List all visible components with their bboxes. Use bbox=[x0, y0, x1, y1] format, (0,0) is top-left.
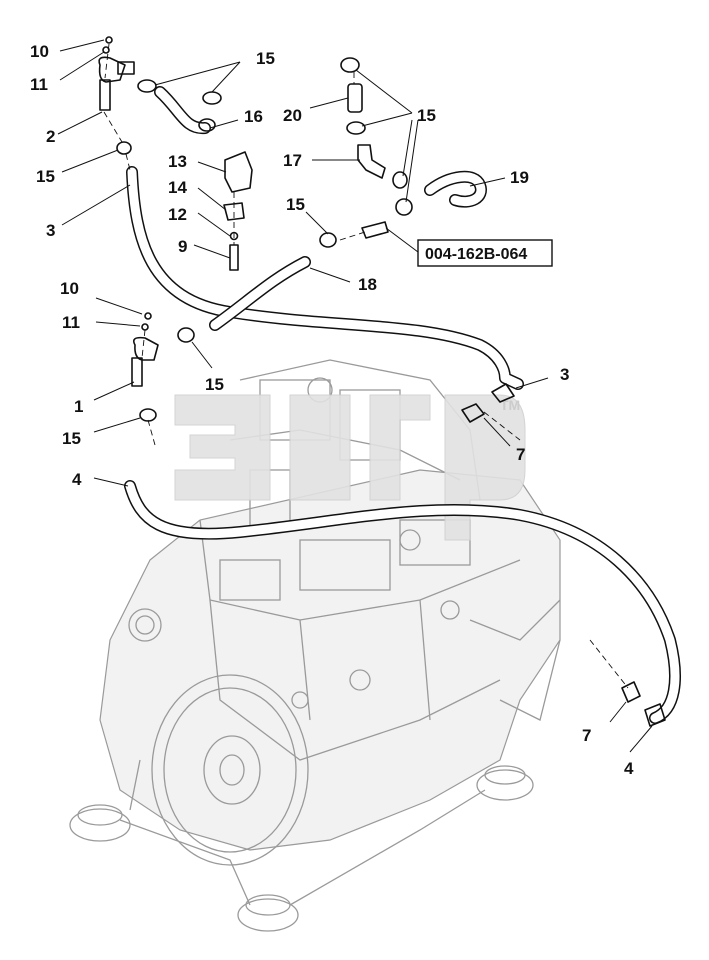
callout-3: 3 bbox=[46, 221, 55, 240]
hose-19 bbox=[424, 170, 487, 208]
hose-4-lower bbox=[124, 480, 681, 724]
callout-16: 16 bbox=[244, 107, 263, 126]
callout-4: 4 bbox=[72, 470, 82, 489]
leader-lines bbox=[57, 39, 653, 753]
callout-15: 15 bbox=[62, 429, 81, 448]
reference-code: 004-162B-064 bbox=[425, 246, 527, 263]
callout-15: 15 bbox=[286, 195, 305, 214]
callout-15: 15 bbox=[417, 106, 436, 125]
reference-box: 004-162B-064 bbox=[417, 239, 553, 267]
callout-12: 12 bbox=[168, 205, 187, 224]
hose-20 bbox=[347, 83, 363, 113]
callout-20: 20 bbox=[283, 106, 302, 125]
callout-2: 2 bbox=[46, 127, 55, 146]
callout-15: 15 bbox=[205, 375, 224, 394]
callout-15: 15 bbox=[36, 167, 55, 186]
watermark-mark: TM bbox=[500, 397, 520, 413]
callout-17: 17 bbox=[283, 151, 302, 170]
callout-10: 10 bbox=[30, 42, 49, 61]
callout-4: 4 bbox=[624, 759, 634, 778]
hose-16 bbox=[154, 86, 211, 135]
watermark-logo: TM bbox=[174, 394, 526, 541]
callout-9: 9 bbox=[178, 237, 187, 256]
assembly-dash-lines bbox=[103, 43, 629, 689]
callout-3: 3 bbox=[560, 365, 569, 384]
callout-11: 11 bbox=[30, 75, 48, 94]
callout-10: 10 bbox=[60, 279, 79, 298]
callout-7: 7 bbox=[516, 445, 525, 464]
callout-11: 11 bbox=[62, 313, 80, 332]
callout-1: 1 bbox=[74, 397, 83, 416]
callout-labels: 10 11 2 15 3 15 16 20 15 13 14 12 9 17 1… bbox=[30, 42, 634, 778]
callout-7: 7 bbox=[582, 726, 591, 745]
callout-15: 15 bbox=[256, 49, 275, 68]
callout-13: 13 bbox=[168, 152, 187, 171]
hose-3-upper bbox=[126, 166, 524, 390]
callout-19: 19 bbox=[510, 168, 529, 187]
hose-18 bbox=[209, 256, 311, 331]
callout-18: 18 bbox=[358, 275, 377, 294]
callout-14: 14 bbox=[168, 178, 187, 197]
